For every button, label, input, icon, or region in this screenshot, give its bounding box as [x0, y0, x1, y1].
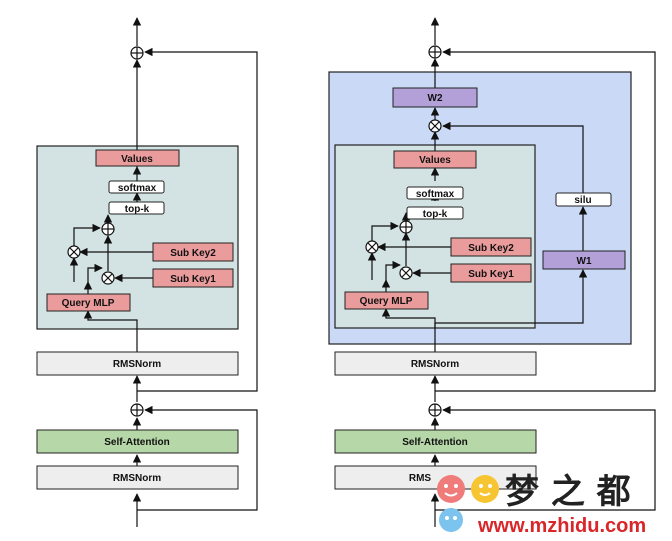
left-query-mlp-box: [46, 293, 131, 312]
right-w2-box: [392, 87, 478, 108]
right-operators: [365, 45, 442, 417]
right-topk-label: top-k: [423, 209, 448, 220]
left-subkey2-box: [152, 242, 234, 262]
left-rmsnorm-bottom-label: RMSNorm: [113, 473, 161, 484]
right-gate-multiply-icon: [428, 119, 442, 133]
left-topk-label: top-k: [125, 204, 150, 215]
right-values-box: [393, 150, 477, 169]
left-softmax-label: softmax: [118, 183, 157, 194]
left-rmsnorm-bottom-box: [36, 465, 239, 490]
left-score-add-icon: [101, 222, 115, 236]
left-query-mlp-label: Query MLP: [62, 298, 115, 309]
left-subkey1-label: Sub Key1: [170, 274, 216, 285]
right-subkey2-box: [450, 237, 532, 257]
right-subkey2-label: Sub Key2: [468, 243, 514, 254]
left-values-label: Values: [121, 154, 153, 165]
right-topk-box: [406, 206, 464, 220]
right-subkey1-box: [450, 263, 532, 283]
left-self-attention-box: [36, 429, 239, 454]
right-residual-add-icon: [428, 403, 442, 417]
right-silu-box: [555, 192, 612, 207]
left-operators: [67, 46, 144, 417]
left-self-attention-label: Self-Attention: [104, 437, 170, 448]
left-values-box: [95, 149, 180, 167]
right-query-mlp-label: Query MLP: [360, 296, 413, 307]
right-values-label: Values: [419, 155, 451, 166]
left-rmsnorm-top-label: RMSNorm: [113, 359, 161, 370]
right-self-attention-label: Self-Attention: [402, 437, 468, 448]
right-softmax-box: [406, 186, 464, 200]
right-softmax-label: softmax: [416, 189, 455, 200]
right-w2-label: W2: [428, 93, 443, 104]
left-residual-add-icon: [130, 403, 144, 417]
right-score-add-icon: [399, 220, 413, 234]
right-boxes: W2 Values softmax top-k Sub Key2 Sub Key…: [334, 87, 626, 490]
watermark: 梦 之 都 www.mzhidu.com: [437, 472, 646, 537]
watermark-url-text: www.mzhidu.com: [477, 515, 646, 537]
left-topk-box: [108, 201, 165, 215]
left-rmsnorm-top-box: [36, 351, 239, 376]
left-multiply-subkey1-icon: [101, 271, 115, 285]
right-w1-box: [542, 250, 626, 270]
right-query-mlp-box: [344, 291, 429, 310]
left-multiply-subkey2-icon: [67, 245, 81, 259]
right-subkey1-label: Sub Key1: [468, 269, 514, 280]
right-rmsnorm-top-box: [334, 351, 537, 376]
right-multiply-subkey2-icon: [365, 240, 379, 254]
left-top-add-icon: [130, 46, 144, 60]
right-top-add-icon: [428, 45, 442, 59]
left-boxes: Values softmax top-k Sub Key2 Sub Key1 Q…: [36, 149, 239, 490]
right-rmsnorm-bottom-label: RMS: [409, 473, 432, 484]
right-diagram: [328, 17, 656, 527]
right-silu-label: silu: [574, 195, 591, 206]
left-softmax-box: [108, 180, 165, 194]
right-self-attention-box: [334, 429, 537, 454]
left-subkey1-box: [152, 268, 234, 288]
watermark-logo-icon: [437, 475, 499, 532]
right-w1-label: W1: [577, 256, 592, 267]
right-rmsnorm-top-label: RMSNorm: [411, 359, 459, 370]
right-multiply-subkey1-icon: [399, 266, 413, 280]
watermark-chinese-text: 梦 之 都: [505, 472, 631, 512]
left-subkey2-label: Sub Key2: [170, 248, 216, 259]
